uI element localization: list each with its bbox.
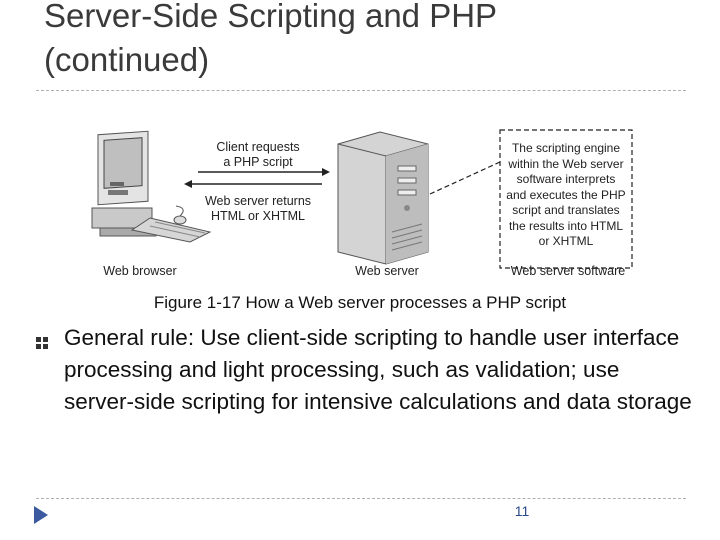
- request-arrow: [198, 168, 330, 176]
- web-browser-label: Web browser: [103, 264, 177, 278]
- square-bullet-icon: [36, 337, 48, 349]
- software-box: [499, 129, 633, 269]
- response-arrow: [184, 180, 322, 188]
- dashed-connector: [429, 161, 501, 195]
- title-line-2: (continued): [44, 41, 210, 78]
- web-server-figure: Client requests a PHP script Web server …: [80, 122, 640, 282]
- bottom-divider: [36, 498, 686, 499]
- triangle-arrow-icon: [34, 506, 48, 524]
- computer-icon: [91, 130, 212, 243]
- bullet-text: General rule: Use client-side scripting …: [64, 325, 692, 414]
- web-server-label: Web server: [355, 264, 419, 278]
- figure-caption: Figure 1-17 How a Web server processes a…: [153, 293, 567, 312]
- client-request-label: Client requests a PHP script: [216, 140, 300, 169]
- top-divider: [36, 90, 686, 91]
- figure-illustration: [91, 129, 633, 269]
- page-number: 11: [514, 503, 530, 519]
- server-return-label: Web server returns HTML or XHTML: [204, 194, 312, 223]
- engine-note: The scripting engine within the Web serv…: [506, 141, 626, 248]
- web-server-software-label: Web server software: [510, 264, 626, 278]
- slide-title: Server-Side Scripting and PHP (continued…: [44, 0, 684, 82]
- title-line-1: Server-Side Scripting and PHP: [44, 0, 498, 34]
- server-icon: [337, 131, 429, 265]
